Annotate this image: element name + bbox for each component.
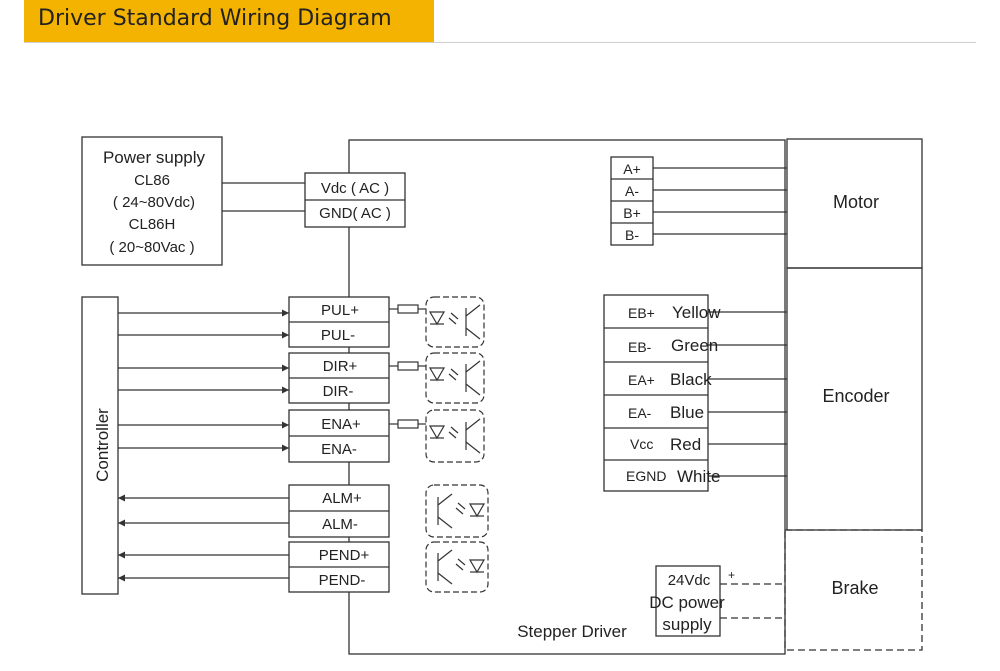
terminal-eb-plus: EB+ xyxy=(628,305,655,321)
terminal-egnd: EGND xyxy=(626,468,666,484)
power-supply-line-1: CL86 xyxy=(134,172,170,189)
motor-label: Motor xyxy=(833,192,879,212)
terminal-ea-minus: EA- xyxy=(628,405,652,421)
page-title: Driver Standard Wiring Diagram xyxy=(38,6,392,31)
resistor-ena xyxy=(397,419,419,429)
terminal-dir-plus: DIR+ xyxy=(323,358,358,375)
optocoupler-ena xyxy=(425,409,485,463)
resistor-pul xyxy=(397,304,419,314)
terminal-pul-plus: PUL+ xyxy=(321,302,359,319)
power-supply-box xyxy=(81,136,223,266)
wire-color-white: White xyxy=(677,467,720,486)
dc-supply-line-1: DC power xyxy=(649,593,725,612)
terminal-b-minus: B- xyxy=(625,227,639,243)
optocoupler-dir xyxy=(425,352,485,404)
wire-color-yellow: Yellow xyxy=(672,303,721,322)
dc-supply-plus: + xyxy=(728,568,735,582)
encoder-terminal-block xyxy=(603,294,709,492)
terminal-eb-minus: EB- xyxy=(628,339,652,355)
stepper-driver-label: Stepper Driver xyxy=(517,622,627,641)
optocoupler-alm xyxy=(425,484,489,538)
optocoupler-pend xyxy=(425,541,489,593)
encoder-label: Encoder xyxy=(822,386,889,406)
power-supply-line-2: ( 24~80Vdc) xyxy=(113,194,195,211)
terminal-pend-plus: PEND+ xyxy=(319,547,370,564)
terminal-ea-plus: EA+ xyxy=(628,372,655,388)
terminal-pul-minus: PUL- xyxy=(321,327,355,344)
power-supply-line-3: CL86H xyxy=(129,216,176,233)
terminal-ena-minus: ENA- xyxy=(321,441,357,458)
brake-label: Brake xyxy=(831,578,878,598)
dc-power-supply-box xyxy=(655,565,721,637)
power-supply-title: Power supply xyxy=(103,148,206,167)
terminal-ena-plus: ENA+ xyxy=(321,416,361,433)
terminal-alm-plus: ALM+ xyxy=(322,490,362,507)
wire-color-red: Red xyxy=(670,435,701,454)
header-divider xyxy=(24,42,976,43)
terminal-vcc: Vcc xyxy=(630,436,653,452)
terminal-vdc: Vdc ( AC ) xyxy=(321,180,389,197)
dc-supply-line-2: supply xyxy=(662,615,712,634)
optocoupler-pul xyxy=(425,296,485,348)
brake-box xyxy=(784,529,923,651)
dc-supply-voltage: 24Vdc xyxy=(668,572,711,589)
wire-color-blue: Blue xyxy=(670,403,704,422)
terminal-b-plus: B+ xyxy=(623,205,641,221)
wire-color-green: Green xyxy=(671,336,718,355)
terminal-pend-minus: PEND- xyxy=(319,572,366,589)
power-supply-line-4: ( 20~80Vac ) xyxy=(109,239,194,256)
terminal-alm-minus: ALM- xyxy=(322,516,358,533)
terminal-gnd: GND( AC ) xyxy=(319,205,391,222)
terminal-a-plus: A+ xyxy=(623,161,641,177)
terminal-dir-minus: DIR- xyxy=(323,383,354,400)
header-banner: Driver Standard Wiring Diagram xyxy=(24,0,434,42)
controller-box xyxy=(81,296,119,595)
wire-color-black: Black xyxy=(670,370,712,389)
resistor-dir xyxy=(397,361,419,371)
controller-label: Controller xyxy=(93,408,112,482)
terminal-a-minus: A- xyxy=(625,183,639,199)
